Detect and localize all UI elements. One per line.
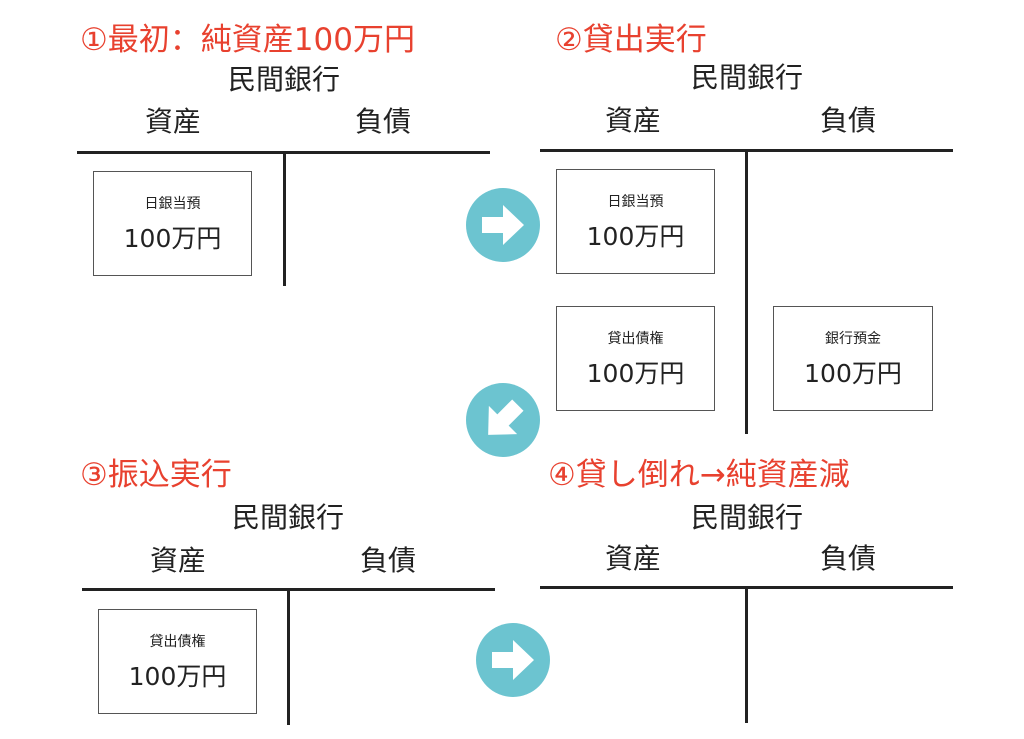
- panel-title: ③振込実行: [80, 457, 232, 493]
- box-label: 日銀当預: [144, 195, 201, 212]
- liabilities-header: 負債: [360, 544, 417, 577]
- bank-name: 民間銀行: [690, 61, 803, 94]
- liabilities-header: 負債: [820, 104, 877, 137]
- box-label: 貸出債権: [149, 633, 206, 650]
- t-account-vertical-line: [745, 149, 748, 434]
- t-account-vertical-line: [745, 586, 748, 723]
- assets-header: 資産: [605, 104, 662, 137]
- t-account-vertical-line: [287, 588, 290, 725]
- asset-box-loan: 貸出債権 100万円: [556, 306, 715, 411]
- box-amount: 100万円: [128, 661, 227, 691]
- bank-name: 民間銀行: [231, 501, 344, 534]
- box-amount: 100万円: [586, 358, 685, 388]
- arrow-right-icon: [476, 623, 550, 697]
- panel-title: ②貸出実行: [555, 22, 707, 58]
- liabilities-header: 負債: [820, 542, 877, 575]
- box-label: 銀行預金: [825, 330, 881, 347]
- asset-box-loan: 貸出債権 100万円: [98, 609, 257, 714]
- assets-header: 資産: [145, 105, 202, 138]
- assets-header: 資産: [605, 542, 662, 575]
- bank-name: 民間銀行: [690, 501, 803, 534]
- box-label: 貸出債権: [607, 330, 664, 347]
- arrow-down-left-icon: [466, 383, 540, 457]
- t-account-vertical-line: [283, 151, 286, 286]
- assets-header: 資産: [150, 544, 207, 577]
- bank-name: 民間銀行: [227, 63, 340, 96]
- box-amount: 100万円: [804, 358, 902, 388]
- asset-box-boj-deposit: 日銀当預 100万円: [556, 169, 715, 274]
- liabilities-header: 負債: [355, 105, 412, 138]
- box-amount: 100万円: [586, 221, 685, 251]
- asset-box-boj-deposit: 日銀当預 100万円: [93, 171, 252, 276]
- liability-box-deposit: 銀行預金 100万円: [773, 306, 933, 411]
- box-amount: 100万円: [123, 223, 222, 253]
- panel-title: ①最初：純資産100万円: [80, 22, 415, 58]
- panel-title: ④貸し倒れ→純資産減: [548, 457, 850, 493]
- box-label: 日銀当預: [607, 193, 664, 210]
- arrow-right-icon: [466, 188, 540, 262]
